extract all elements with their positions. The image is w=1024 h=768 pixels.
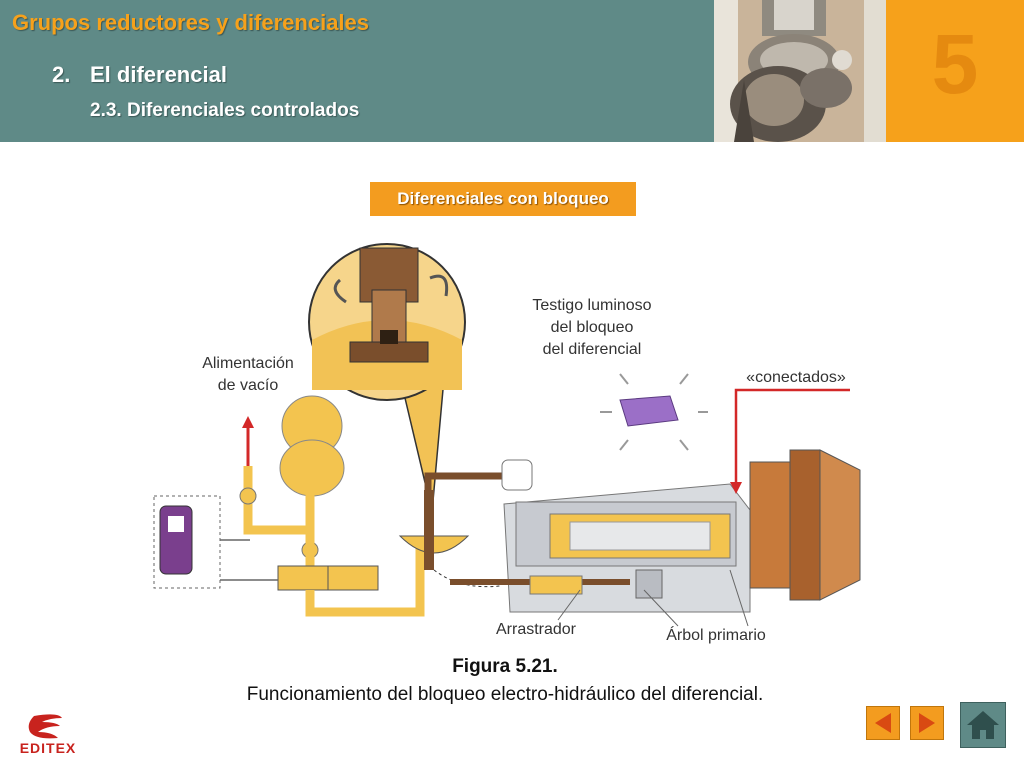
home-icon xyxy=(967,711,999,739)
chapter-box: 5 xyxy=(886,0,1024,142)
label-lamp: Testigo luminoso xyxy=(532,297,651,314)
unit-title: Grupos reductores y diferenciales xyxy=(12,10,370,35)
label-vacuum: Alimentación xyxy=(202,355,294,372)
label-connected: «conectados» xyxy=(746,369,846,386)
differential-photo xyxy=(714,0,886,142)
home-button[interactable] xyxy=(960,702,1006,748)
section-title: El diferencial xyxy=(90,62,227,87)
editex-logo: EDITEX xyxy=(12,712,84,758)
section-number: 2. xyxy=(52,62,71,87)
arrow-left-icon xyxy=(875,713,891,733)
label-lamp-2: del bloqueo xyxy=(551,319,634,336)
label-lamp-3: del diferencial xyxy=(543,341,642,358)
subsection-heading: 2.3. Diferenciales controlados xyxy=(90,100,360,121)
label-vacuum-2: de vacío xyxy=(218,377,279,394)
warning-lamp-icon xyxy=(600,373,708,451)
editex-logo-icon xyxy=(28,714,63,739)
arrow-right-icon xyxy=(919,713,935,733)
next-slide-button[interactable] xyxy=(910,706,944,740)
topic-badge: Diferenciales con bloqueo xyxy=(370,182,636,216)
figure-caption: Funcionamiento del bloqueo electro-hidrá… xyxy=(246,684,764,705)
previous-slide-button[interactable] xyxy=(866,706,900,740)
header-bar: Grupos reductores y diferenciales 2. El d… xyxy=(0,0,1024,142)
label-dragger: Arrastrador xyxy=(496,621,577,638)
chapter-number: 5 xyxy=(931,17,979,111)
hydraulic-lock-diagram: Alimentación de vacío Testigo luminoso d… xyxy=(153,243,861,644)
logo-text: EDITEX xyxy=(19,740,77,756)
figure-number: Figura 5.21. xyxy=(452,656,558,677)
section-heading: 2. El diferencial xyxy=(52,62,227,88)
label-shaft: Árbol primario xyxy=(666,625,766,644)
